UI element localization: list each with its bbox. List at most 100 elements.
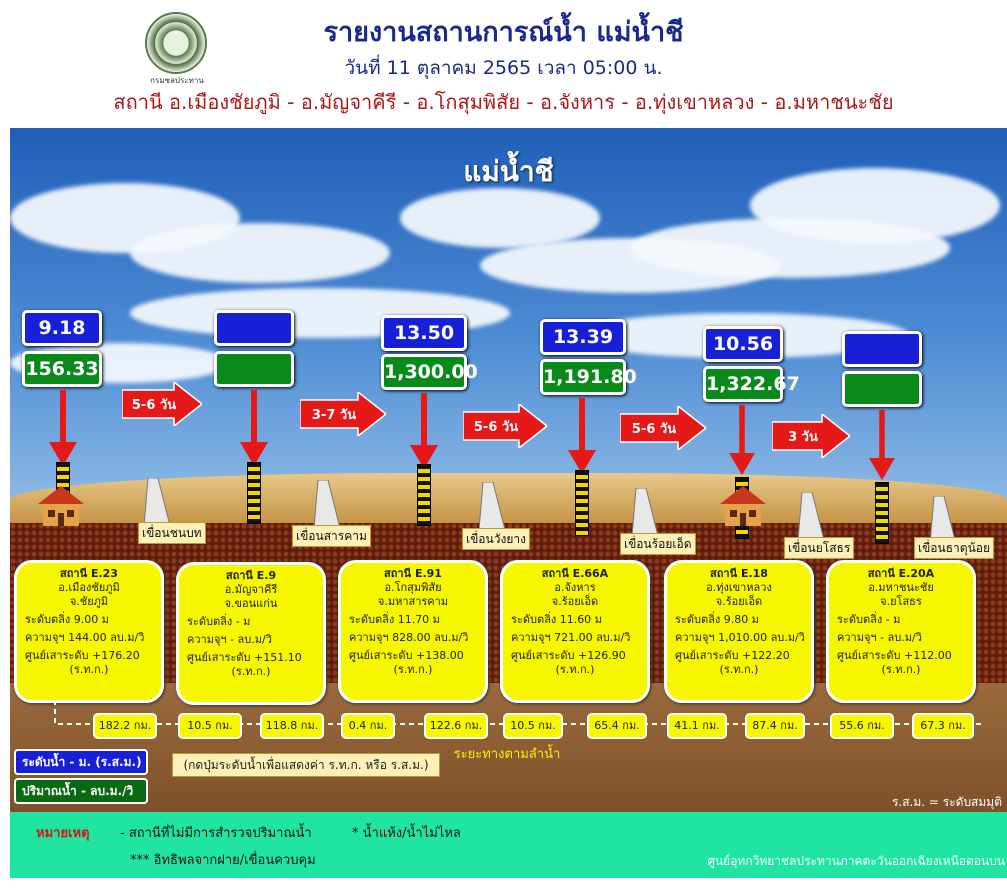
bank-level: ระดับตลิ่ง 11.70 ม	[349, 613, 440, 626]
capacity: ความจุฯ 828.00 ลบ.ม/วิ	[349, 631, 469, 644]
distance-box: 118.8 กม.	[260, 713, 324, 739]
click-note: (กดปุ่มระดับน้ำเพื่อแสดงค่า ร.ท.ก. หรือ …	[172, 753, 440, 777]
travel-time-label: 5-6 วัน	[473, 420, 519, 435]
dam-icon	[479, 482, 505, 530]
station-province: จ.มหาสารคาม	[377, 595, 449, 608]
station-card-e20a: สถานี E.20A อ.มหาชนะชัย จ.ยโสธร ระดับตลิ…	[826, 560, 976, 703]
travel-time-arrow: 5-6 วัน	[462, 402, 549, 450]
stations-line: สถานี อ.เมืองชัยภูมิ - อ.มัญจาคีรี - อ.โ…	[113, 90, 894, 114]
distance-box: 0.4 กม.	[341, 713, 395, 739]
station-district: อ.โกสุมพิสัย	[384, 581, 442, 594]
water-flow-box-e23: 156.33	[22, 351, 102, 387]
footer-notes	[10, 812, 1007, 878]
rid-logo	[145, 12, 207, 74]
datum-ref: (ร.ท.ก.)	[881, 663, 921, 676]
station-province: จ.ชัยภูมิ	[69, 595, 109, 608]
station-code: สถานี E.20A	[867, 567, 935, 580]
gauge-zero: ศูนย์เสาระดับ +176.20	[25, 649, 140, 662]
dam-icon	[144, 478, 170, 526]
station-district: อ.เมืองชัยภูมิ	[58, 581, 120, 594]
station-district: อ.มหาชนะชัย	[868, 581, 934, 594]
report-datetime: วันที่ 11 ตุลาคม 2565 เวลา 05:00 น.	[344, 57, 663, 79]
staff-gauge-icon	[875, 482, 889, 544]
station-district: อ.ทุ่งเขาหลวง	[706, 581, 772, 594]
capacity: ความจุฯ 144.00 ลบ.ม/วิ	[25, 631, 145, 644]
capacity: ความจุฯ - ลบ.ม/วิ	[187, 633, 272, 646]
distance-caption: ระยะทางตามลำน้ำ	[453, 747, 561, 762]
datum-ref: (ร.ท.ก.)	[393, 663, 433, 676]
distance-box: 55.6 กม.	[830, 713, 894, 739]
house-icon	[720, 486, 766, 526]
bank-level: ระดับตลิ่ง 9.80 ม	[675, 613, 759, 626]
station-province: จ.ขอนแก่น	[224, 597, 278, 610]
gauge-zero: ศูนย์เสาระดับ +151.10	[187, 651, 302, 664]
page-title: รายงานสถานการณ์น้ำ แม่น้ำชี	[323, 17, 684, 48]
station-district: อ.มัญจาคีรี	[224, 583, 278, 596]
station-district: อ.จังหาร	[554, 581, 596, 594]
water-level-button-e91[interactable]: 13.50	[381, 315, 467, 351]
water-flow-box-e9	[214, 351, 294, 387]
dam-label: เขื่อนสารคาม	[292, 525, 371, 547]
notes-label: หมายเหตุ	[36, 826, 90, 841]
capacity: ความจุฯ 721.00 ลบ.ม/วิ	[511, 631, 631, 644]
distance-box: 67.3 กม.	[912, 713, 974, 739]
down-arrow-icon	[568, 398, 596, 474]
distance-box: 10.5 กม.	[503, 713, 563, 739]
bank-level: ระดับตลิ่ง - ม	[837, 613, 901, 626]
capacity: ความจุฯ - ลบ.ม/วิ	[837, 631, 922, 644]
down-arrow-icon	[410, 393, 438, 469]
staff-gauge-icon	[247, 462, 261, 524]
water-level-button-e66a[interactable]: 13.39	[540, 319, 626, 355]
staff-gauge-icon	[417, 464, 431, 526]
water-level-button-e20a[interactable]	[842, 331, 922, 367]
station-card-e23: สถานี E.23 อ.เมืองชัยภูมิ จ.ชัยภูมิ ระดั…	[14, 560, 164, 703]
logo-caption: กรมชลประทาน	[150, 76, 204, 85]
dam-label: เขื่อนธาตุน้อย	[914, 537, 995, 559]
station-code: สถานี E.18	[710, 567, 768, 580]
gauge-zero: ศูนย์เสาระดับ +112.00	[837, 649, 952, 662]
capacity: ความจุฯ 1,010.00 ลบ.ม/วิ	[675, 631, 805, 644]
bank-level: ระดับตลิ่ง 9.00 ม	[25, 613, 109, 626]
distance-box: 10.5 กม.	[178, 713, 242, 739]
gauge-zero: ศูนย์เสาระดับ +138.00	[349, 649, 464, 662]
down-arrow-icon	[49, 390, 77, 466]
bank-level: ระดับตลิ่ง - ม	[187, 615, 251, 628]
down-arrow-icon	[729, 405, 755, 476]
water-flow-box-e91: 1,300.00	[381, 354, 478, 390]
travel-time-label: 5-6 วัน	[131, 398, 177, 413]
datum-note: ร.ส.ม. = ระดับสมมุติ	[891, 795, 1002, 809]
station-province: จ.ร้อยเอ็ด	[715, 595, 763, 608]
datum-ref: (ร.ท.ก.)	[69, 663, 109, 676]
travel-time-label: 5-6 วัน	[631, 422, 677, 437]
dam-label: เขื่อนชนบท	[138, 522, 206, 544]
datum-ref: (ร.ท.ก.)	[719, 663, 759, 676]
agency-name: ศูนย์อุทกวิทยาชลประทานภาคตะวันออกเฉียงเห…	[707, 854, 1005, 868]
gauge-zero: ศูนย์เสาระดับ +122.20	[675, 649, 790, 662]
note-dry: * น้ำแห้ง/น้ำไม่ไหล	[352, 826, 461, 841]
bank-level: ระดับตลิ่ง 11.60 ม	[511, 613, 602, 626]
distance-box: 65.4 กม.	[587, 713, 647, 739]
station-card-e18: สถานี E.18 อ.ทุ่งเขาหลวง จ.ร้อยเอ็ด ระดั…	[664, 560, 814, 703]
station-card-e66a: สถานี E.66A อ.จังหาร จ.ร้อยเอ็ด ระดับตลิ…	[500, 560, 650, 703]
travel-time-label: 3 วัน	[788, 430, 818, 445]
station-code: สถานี E.9	[225, 569, 277, 582]
datum-ref: (ร.ท.ก.)	[231, 665, 271, 678]
travel-time-arrow: 3-7 วัน	[299, 390, 388, 438]
gauge-zero: ศูนย์เสาระดับ +126.90	[511, 649, 626, 662]
distance-box: 87.4 กม.	[745, 713, 805, 739]
house-icon	[38, 486, 84, 526]
station-code: สถานี E.66A	[541, 567, 609, 580]
note-no-survey: - สถานีที่ไม่มีการสำรวจปริมาณน้ำ	[120, 826, 312, 841]
water-level-button-e23[interactable]: 9.18	[22, 310, 102, 346]
dam-label: เขื่อนร้อยเอ็ด	[620, 533, 696, 555]
legend-water-flow: ปริมาณน้ำ - ลบ.ม./วิ	[14, 778, 148, 804]
station-province: จ.ยโสธร	[880, 595, 922, 608]
staff-gauge-icon	[575, 470, 589, 536]
dam-label: เขื่อนวังยาง	[462, 528, 530, 550]
river-scene: แม่น้ำชี	[10, 128, 1007, 820]
dam-icon	[314, 480, 340, 528]
water-level-button-e18[interactable]: 10.56	[703, 326, 783, 362]
datum-ref: (ร.ท.ก.)	[555, 663, 595, 676]
water-level-button-e9[interactable]	[214, 310, 294, 346]
dam-label: เขื่อนยโสธร	[784, 537, 855, 559]
